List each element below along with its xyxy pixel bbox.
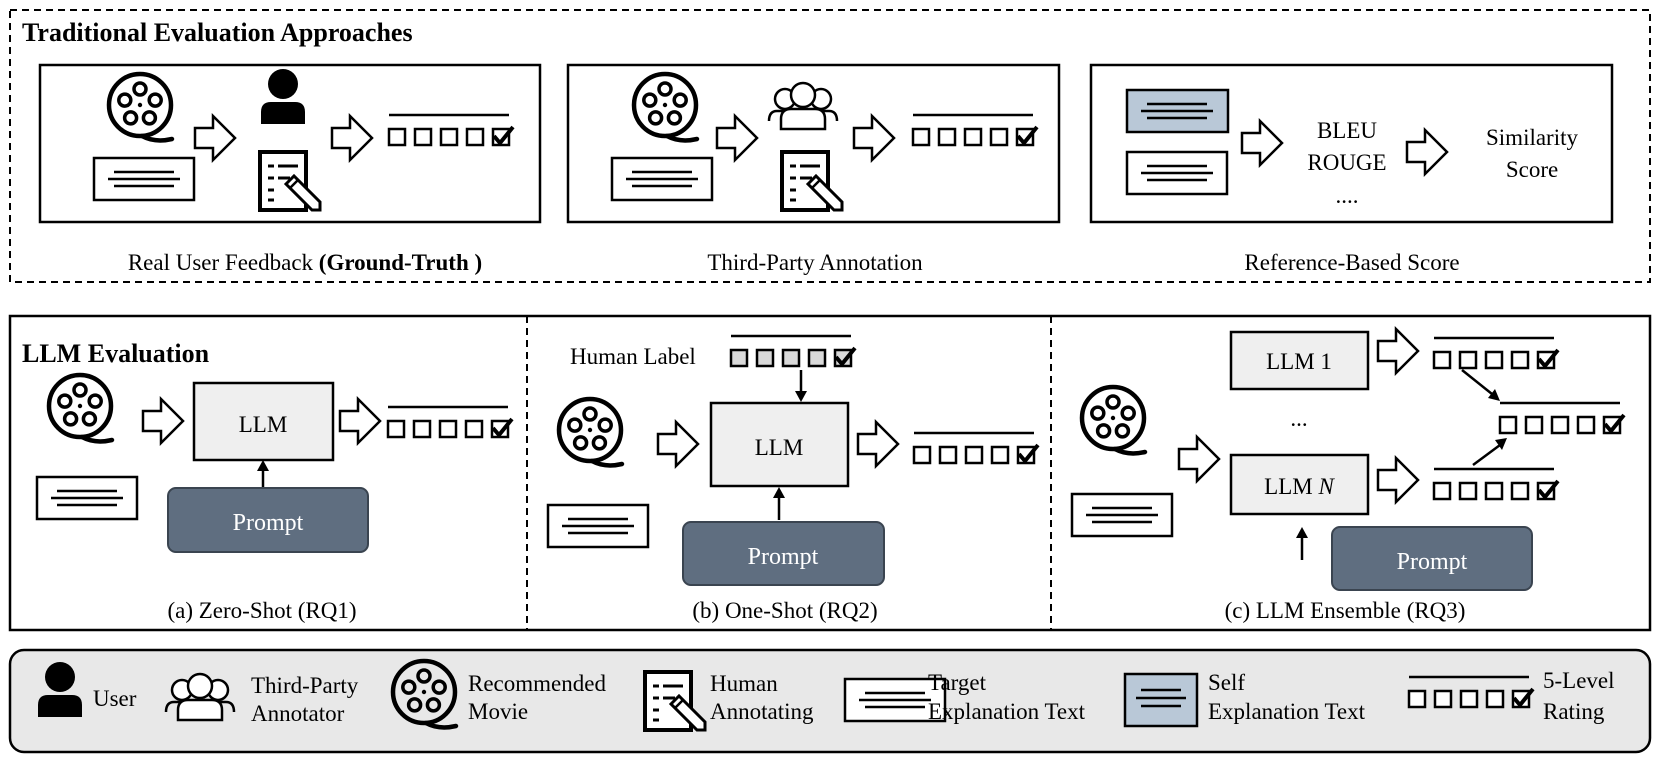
prompt-label: Prompt bbox=[748, 544, 819, 570]
rating-icon bbox=[912, 431, 1040, 465]
legend-rating-line1: 5-Level bbox=[1543, 668, 1615, 693]
legend-target-line2: Explanation Text bbox=[928, 699, 1086, 724]
caption-reference-based-score: Reference-Based Score bbox=[1244, 250, 1459, 275]
caption-zero-shot: (a) Zero-Shot (RQ1) bbox=[167, 598, 356, 623]
llm-label: LLM bbox=[755, 435, 804, 460]
legend-self-text-icon bbox=[1123, 672, 1199, 728]
prompt-box bbox=[167, 487, 369, 553]
target-text-icon bbox=[92, 156, 196, 202]
caption-real-user-feedback: Real User Feedback (Ground-Truth ) bbox=[128, 250, 482, 275]
legend-self-line2: Explanation Text bbox=[1208, 699, 1366, 724]
llm-ellipsis: ... bbox=[1290, 406, 1307, 431]
arrow-icon bbox=[856, 420, 900, 468]
llm-n-box bbox=[1229, 453, 1370, 516]
target-text-icon bbox=[1070, 492, 1174, 538]
legend-user-label: User bbox=[93, 686, 137, 711]
llm-n-label: LLM N bbox=[1264, 474, 1335, 499]
target-text-icon bbox=[1125, 150, 1229, 196]
llm-section-border bbox=[8, 314, 1652, 632]
llm-1-box bbox=[1229, 330, 1370, 391]
metric-bleu: BLEU bbox=[1317, 118, 1377, 143]
legend-annotating-line2: Annotating bbox=[710, 699, 814, 724]
movie-reel-icon bbox=[49, 375, 112, 441]
llm-box bbox=[709, 401, 850, 488]
metric-rouge: ROUGE bbox=[1307, 150, 1386, 175]
llm-evaluation-title: LLM Evaluation bbox=[22, 339, 210, 368]
llm-label: LLM bbox=[239, 412, 288, 437]
llm-box bbox=[192, 381, 335, 462]
rating-icon bbox=[1432, 336, 1560, 370]
aggregated-rating-icon bbox=[1498, 401, 1626, 435]
arrow-icon bbox=[141, 397, 185, 445]
legend-movie-line1: Recommended bbox=[468, 671, 606, 696]
legend-movie-line2: Movie bbox=[468, 699, 528, 724]
similarity-label: Similarity bbox=[1486, 125, 1579, 150]
human-label-text: Human Label bbox=[570, 344, 696, 369]
movie-reel-icon bbox=[1082, 387, 1145, 453]
prompt-box bbox=[682, 521, 885, 586]
human-label-rating-icon bbox=[729, 334, 857, 368]
legend-annotator-line1: Third-Party bbox=[251, 673, 359, 698]
caption-third-party-annotation: Third-Party Annotation bbox=[707, 250, 923, 275]
traditional-title: Traditional Evaluation Approaches bbox=[22, 18, 413, 47]
arrow-icon bbox=[1376, 327, 1420, 375]
caption-one-shot: (b) One-Shot (RQ2) bbox=[692, 598, 877, 623]
llm-1-label: LLM 1 bbox=[1266, 349, 1332, 374]
legend-box bbox=[8, 648, 1652, 754]
caption-ensemble: (c) LLM Ensemble (RQ3) bbox=[1225, 598, 1466, 623]
traditional-section-border bbox=[9, 9, 1651, 283]
movie-reel-icon bbox=[559, 399, 622, 465]
score-label: Score bbox=[1506, 157, 1558, 182]
arrow-icon bbox=[656, 420, 700, 468]
arrow-icon bbox=[1177, 435, 1221, 483]
rating-icon bbox=[1432, 467, 1560, 501]
prompt-label: Prompt bbox=[1397, 549, 1468, 575]
legend-annotating-line1: Human bbox=[710, 671, 778, 696]
rating-icon bbox=[386, 405, 514, 439]
legend-target-line1: Target bbox=[928, 670, 987, 695]
prompt-box bbox=[1331, 526, 1533, 591]
arrow-icon bbox=[1376, 456, 1420, 504]
target-text-icon bbox=[546, 503, 650, 549]
target-text-icon bbox=[35, 475, 139, 521]
legend-rating-line2: Rating bbox=[1543, 699, 1605, 724]
metric-ellipsis: .... bbox=[1336, 183, 1359, 208]
legend-annotator-line2: Annotator bbox=[251, 701, 345, 726]
arrow-icon bbox=[338, 397, 382, 445]
legend-self-line1: Self bbox=[1208, 670, 1245, 695]
prompt-label: Prompt bbox=[233, 510, 304, 536]
target-text-icon bbox=[610, 156, 714, 202]
